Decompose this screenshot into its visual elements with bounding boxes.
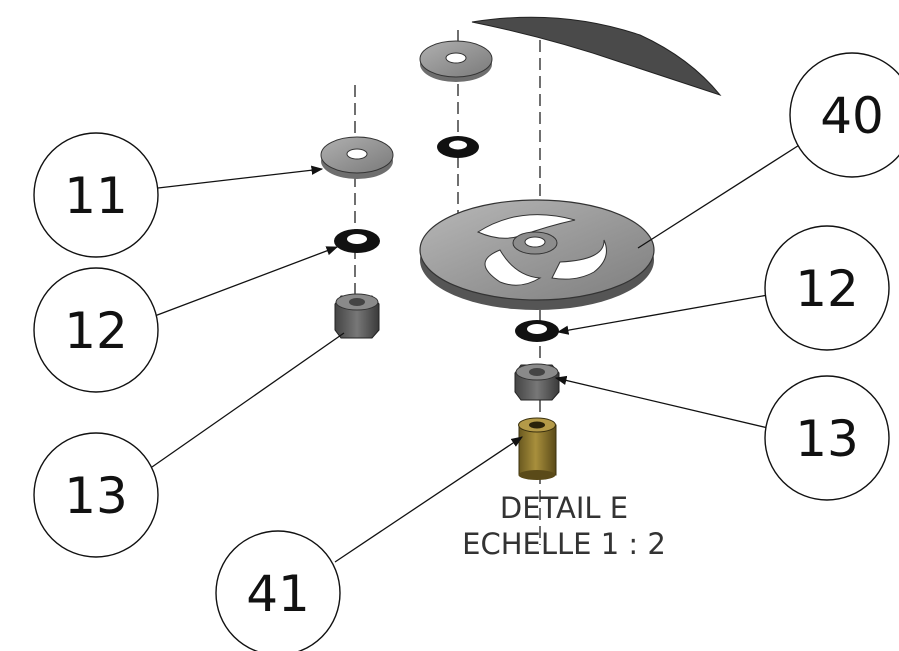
balloon-label: 13 <box>64 467 128 525</box>
balloon-11: 11 <box>33 132 159 258</box>
washer-left <box>320 136 394 179</box>
balloon-41: 41 <box>215 530 341 651</box>
disc-plate <box>419 199 655 310</box>
leader-11 <box>157 165 324 189</box>
balloon-label: 40 <box>820 87 884 145</box>
detail-scale: ECHELLE 1 : 2 <box>462 527 666 561</box>
lock-washer-left <box>334 229 380 253</box>
balloon-12-left: 12 <box>33 267 159 393</box>
balloon-13-left: 13 <box>33 432 159 558</box>
brass-spacer <box>518 417 557 480</box>
detail-title: DETAIL E <box>500 491 628 525</box>
blade-segment <box>471 16 722 96</box>
leader-13-left <box>151 332 345 468</box>
hex-nut-right <box>514 363 560 401</box>
leader-12-left <box>151 246 339 318</box>
washer-top <box>419 40 493 82</box>
balloon-13-right: 13 <box>764 375 890 501</box>
balloon-label: 12 <box>795 260 859 318</box>
hex-nut-left <box>334 293 380 339</box>
leader-13-right <box>554 375 769 429</box>
balloon-40: 40 <box>789 52 899 178</box>
lock-washer-right <box>515 320 559 342</box>
balloon-label: 11 <box>64 167 128 225</box>
leader-40 <box>637 141 805 249</box>
balloon-label: 13 <box>795 410 859 468</box>
balloon-12-right: 12 <box>764 225 890 351</box>
balloon-label: 41 <box>246 565 310 623</box>
lock-washer-middle <box>437 136 479 158</box>
balloon-label: 12 <box>64 302 128 360</box>
leader-41 <box>334 436 523 563</box>
leader-12-right <box>556 294 769 335</box>
